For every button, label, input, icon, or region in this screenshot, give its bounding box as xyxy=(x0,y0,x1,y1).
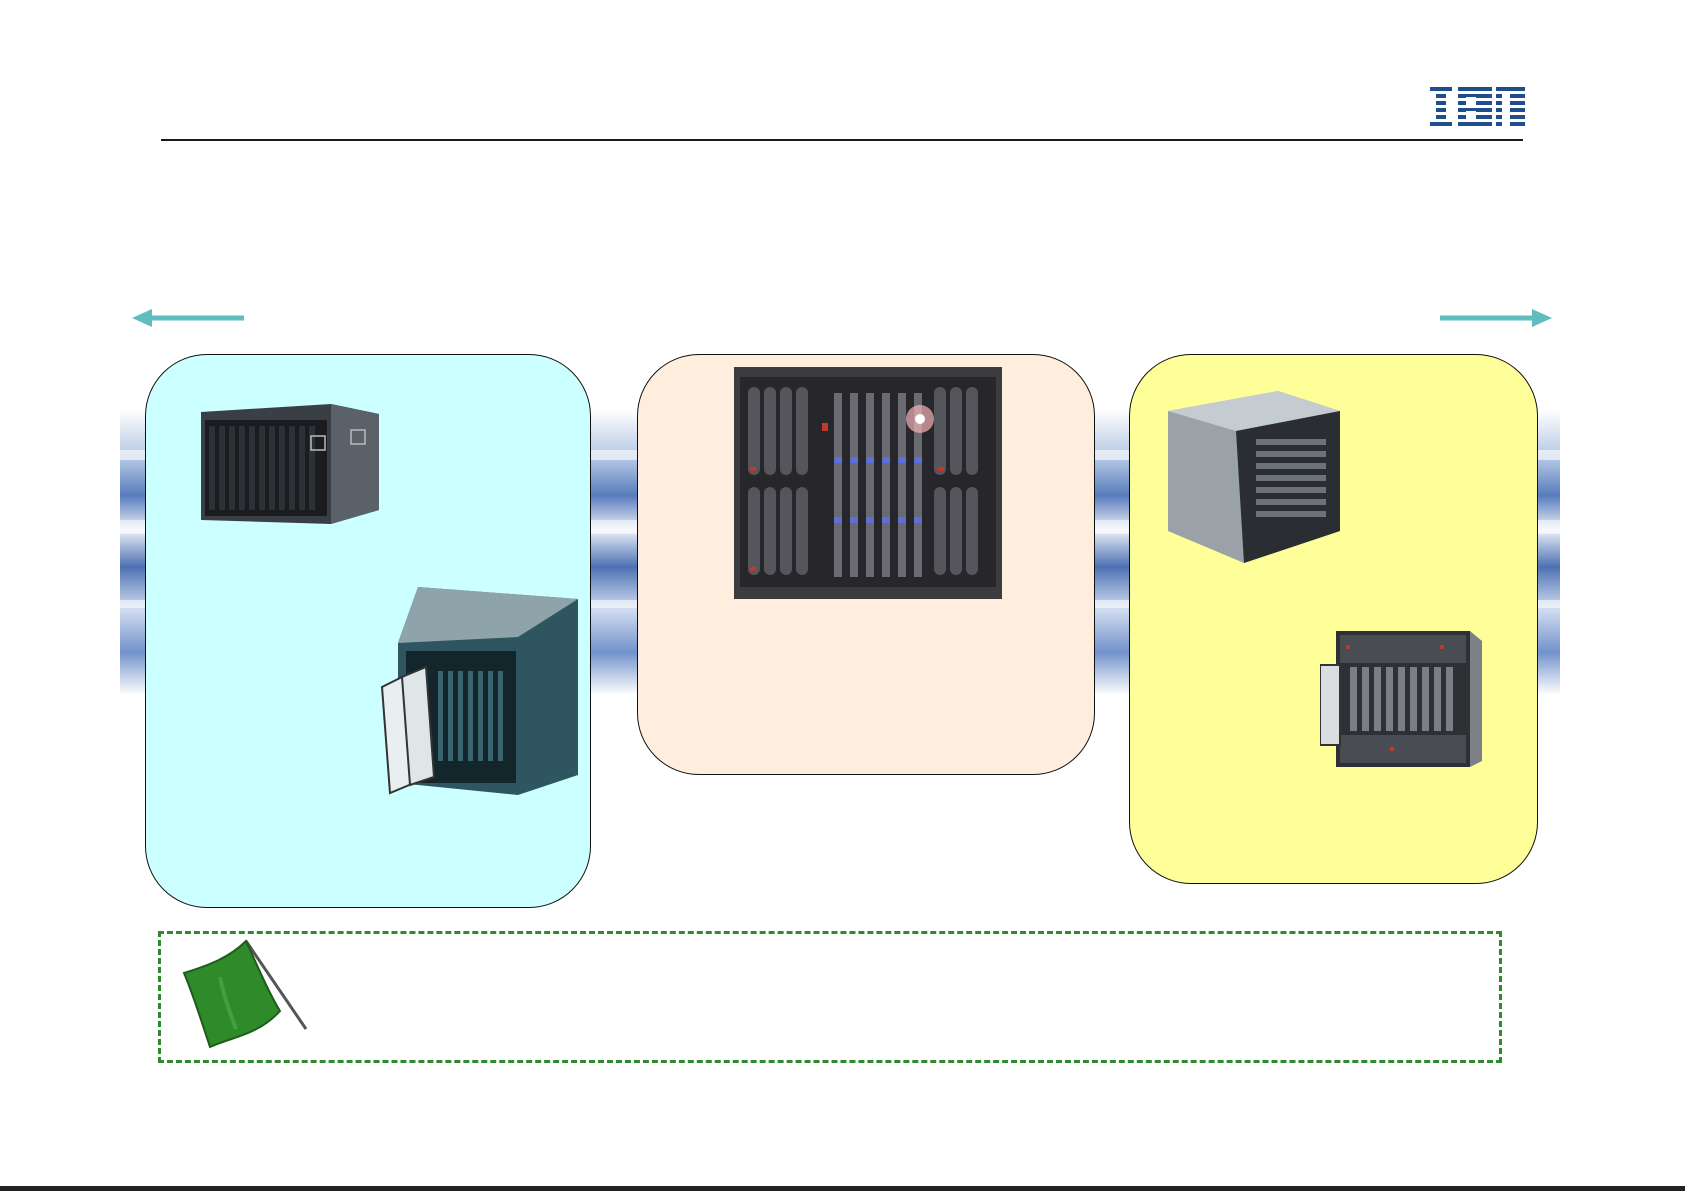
blade-chassis-cube-image xyxy=(1168,391,1340,563)
bottom-strip xyxy=(0,1186,1685,1191)
green-flag-icon xyxy=(182,939,308,1049)
panel-left xyxy=(145,354,591,908)
blade-chassis-front-rack-image xyxy=(1320,631,1482,767)
arrow-right-icon xyxy=(1440,309,1552,327)
ibm-logo xyxy=(1430,85,1525,131)
title-rule xyxy=(161,139,1523,141)
arrow-left-icon xyxy=(132,309,244,327)
note-box xyxy=(158,931,1502,1063)
blade-chassis-front-image xyxy=(734,367,1002,599)
panel-right xyxy=(1129,354,1538,884)
blade-chassis-open-image xyxy=(380,587,578,795)
panel-center xyxy=(637,354,1095,775)
blade-chassis-closed-image xyxy=(201,404,379,524)
